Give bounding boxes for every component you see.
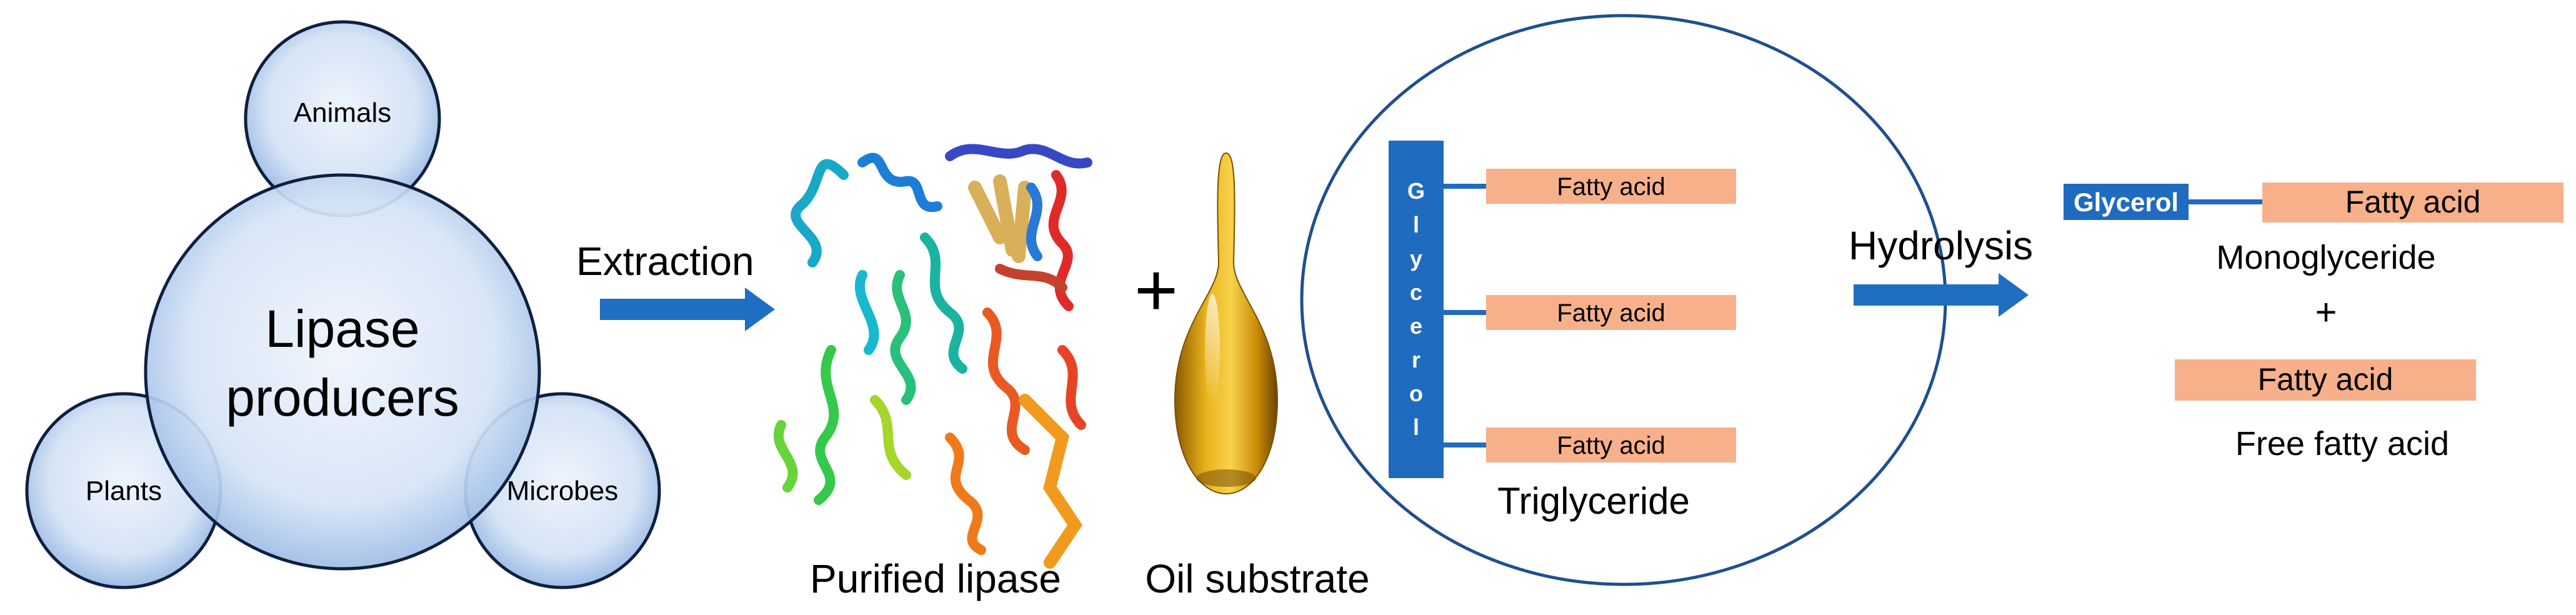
glycerol-letter: y xyxy=(1410,246,1422,271)
hydrolysis-label: Hydrolysis xyxy=(1849,223,2033,268)
fatty-acid-label: Fatty acid xyxy=(1557,173,1665,201)
triglyceride-label: Triglyceride xyxy=(1497,480,1690,522)
monoglyceride-label: Monoglyceride xyxy=(2216,239,2435,276)
producers-group: Lipase producers Animals Plants Microbes xyxy=(25,20,661,589)
monoglyceride-fatty-acid-label: Fatty acid xyxy=(2345,184,2481,219)
glycerol-box xyxy=(2064,184,2189,220)
fatty-acid-chain xyxy=(1486,169,1736,204)
purified-lipase-label: Purified lipase xyxy=(810,556,1061,601)
oil-substrate-label: Oil substrate xyxy=(1145,556,1369,601)
protein-ribbon-icon xyxy=(773,144,1092,569)
triglyceride-group: G l y c e r o l Fatty acid Fatty acid Fa… xyxy=(1300,14,1947,586)
products-plus-sign: + xyxy=(2315,291,2337,333)
animals-label: Animals xyxy=(294,98,392,128)
free-fatty-acid-box xyxy=(2175,359,2476,401)
glycerol-label: Glycerol xyxy=(2074,188,2179,217)
microbes-label: Microbes xyxy=(507,476,619,506)
glycerol-backbone xyxy=(1389,141,1444,478)
extraction-arrow xyxy=(600,288,775,331)
extraction-label: Extraction xyxy=(576,239,754,284)
oil-drop-icon xyxy=(1174,152,1279,495)
fatty-acid-chain xyxy=(1486,295,1736,330)
glycerol-letter: G xyxy=(1407,178,1425,204)
fatty-acid-chain xyxy=(1486,428,1736,462)
free-fatty-acid-box-label: Fatty acid xyxy=(2258,362,2394,397)
free-fatty-acid-label: Free fatty acid xyxy=(2235,425,2449,462)
glycerol-letter: o xyxy=(1409,381,1423,406)
glycerol-letter: l xyxy=(1413,212,1419,238)
products-group: Glycerol Fatty acid Monoglyceride + Fatt… xyxy=(2064,182,2564,462)
lipase-producers-label-line1: Lipase xyxy=(265,299,420,358)
lipase-producers-label-line2: producers xyxy=(226,368,459,427)
glycerol-letter: l xyxy=(1413,414,1419,440)
plus-sign: + xyxy=(1134,248,1178,332)
fatty-acid-label: Fatty acid xyxy=(1557,299,1665,327)
glycerol-letter: e xyxy=(1410,313,1422,339)
hydrolysis-arrow xyxy=(1854,273,2029,317)
fatty-acid-label: Fatty acid xyxy=(1557,432,1665,459)
monoglyceride-fatty-acid-box xyxy=(2262,182,2564,222)
glycerol-letter: r xyxy=(1412,347,1420,372)
lipase-producers-bubble xyxy=(144,173,541,571)
glycerol-letters: G l y c e r o l xyxy=(1407,178,1425,440)
glycerol-letter: c xyxy=(1410,279,1422,305)
plants-label: Plants xyxy=(86,476,162,506)
